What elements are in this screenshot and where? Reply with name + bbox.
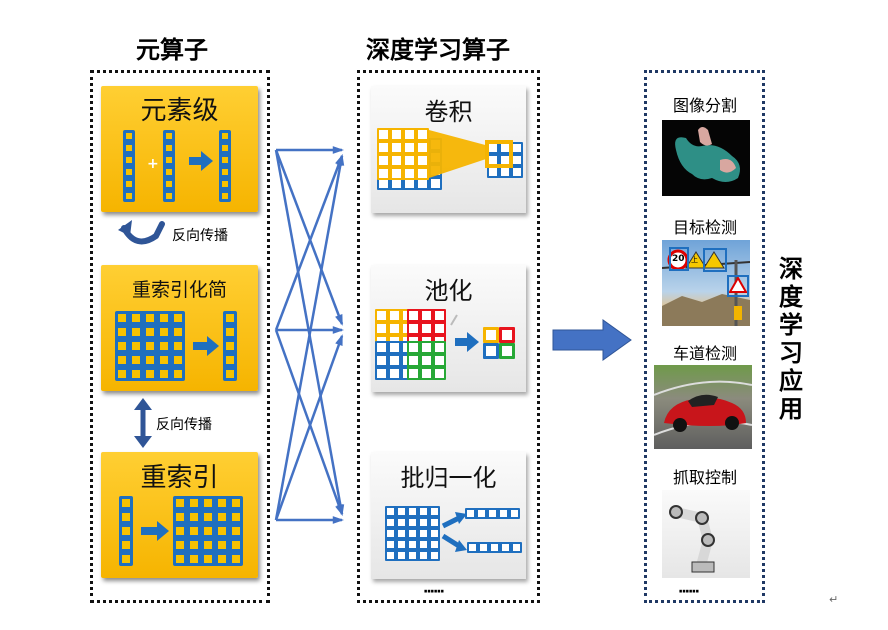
elementwise-label: 元素级 bbox=[140, 96, 219, 126]
grasp-thumbnail bbox=[662, 490, 750, 578]
pooling-box: 池化 bbox=[371, 265, 526, 392]
reindex-reduce-icon bbox=[115, 311, 237, 381]
dl-operators-frame bbox=[357, 70, 540, 603]
reindex-box: 重索引 bbox=[101, 452, 258, 578]
reindex-label: 重索引 bbox=[140, 463, 219, 493]
middle-more-dots: ······ bbox=[423, 584, 445, 600]
backprop-label-1: 反向传播 bbox=[172, 228, 228, 244]
curved-arrow-icon bbox=[118, 220, 165, 245]
svg-text:+: + bbox=[147, 156, 159, 172]
big-right-arrow-icon bbox=[552, 319, 632, 361]
reindex-icon bbox=[119, 496, 243, 566]
convolution-icon bbox=[377, 128, 523, 190]
convolution-label: 卷积 bbox=[424, 98, 473, 126]
applications-title: 深度学习应用 bbox=[779, 255, 803, 423]
meta-operators-frame bbox=[90, 70, 270, 603]
app-label-segmentation: 图像分割 bbox=[672, 96, 737, 115]
sign-text-1: 20 bbox=[672, 254, 685, 264]
convolution-box: 卷积 bbox=[371, 86, 526, 213]
sign-text-2: 上 bbox=[691, 256, 698, 264]
app-label-lane: 车道检测 bbox=[672, 344, 737, 363]
reindex-reduce-label: 重索引化简 bbox=[131, 279, 227, 301]
meta-operators-title: 元算子 bbox=[136, 36, 208, 64]
double-arrow-icon bbox=[134, 398, 152, 448]
dl-operators-title: 深度学习算子 bbox=[366, 36, 510, 64]
lane-thumbnail bbox=[654, 365, 752, 449]
elementwise-box: 元素级 + bbox=[101, 86, 258, 212]
pooling-label: 池化 bbox=[424, 277, 473, 305]
batchnorm-box: 批归一化 bbox=[371, 452, 526, 579]
backprop-label-2: 反向传播 bbox=[156, 417, 212, 433]
applications-frame bbox=[644, 70, 765, 603]
app-label-detection: 目标检测 bbox=[672, 218, 737, 237]
segmentation-thumbnail bbox=[662, 120, 750, 196]
pooling-icon bbox=[375, 309, 515, 380]
elementwise-icon: + bbox=[123, 130, 231, 202]
detection-thumbnail: 20 上 bbox=[662, 240, 750, 326]
paragraph-mark-icon: ↵ bbox=[829, 593, 839, 606]
reindex-reduce-box: 重索引化简 bbox=[101, 265, 258, 391]
batchnorm-icon bbox=[385, 506, 522, 561]
app-label-grasp: 抓取控制 bbox=[672, 468, 737, 487]
right-more-dots: ······ bbox=[678, 584, 700, 600]
batchnorm-label: 批归一化 bbox=[400, 464, 497, 492]
